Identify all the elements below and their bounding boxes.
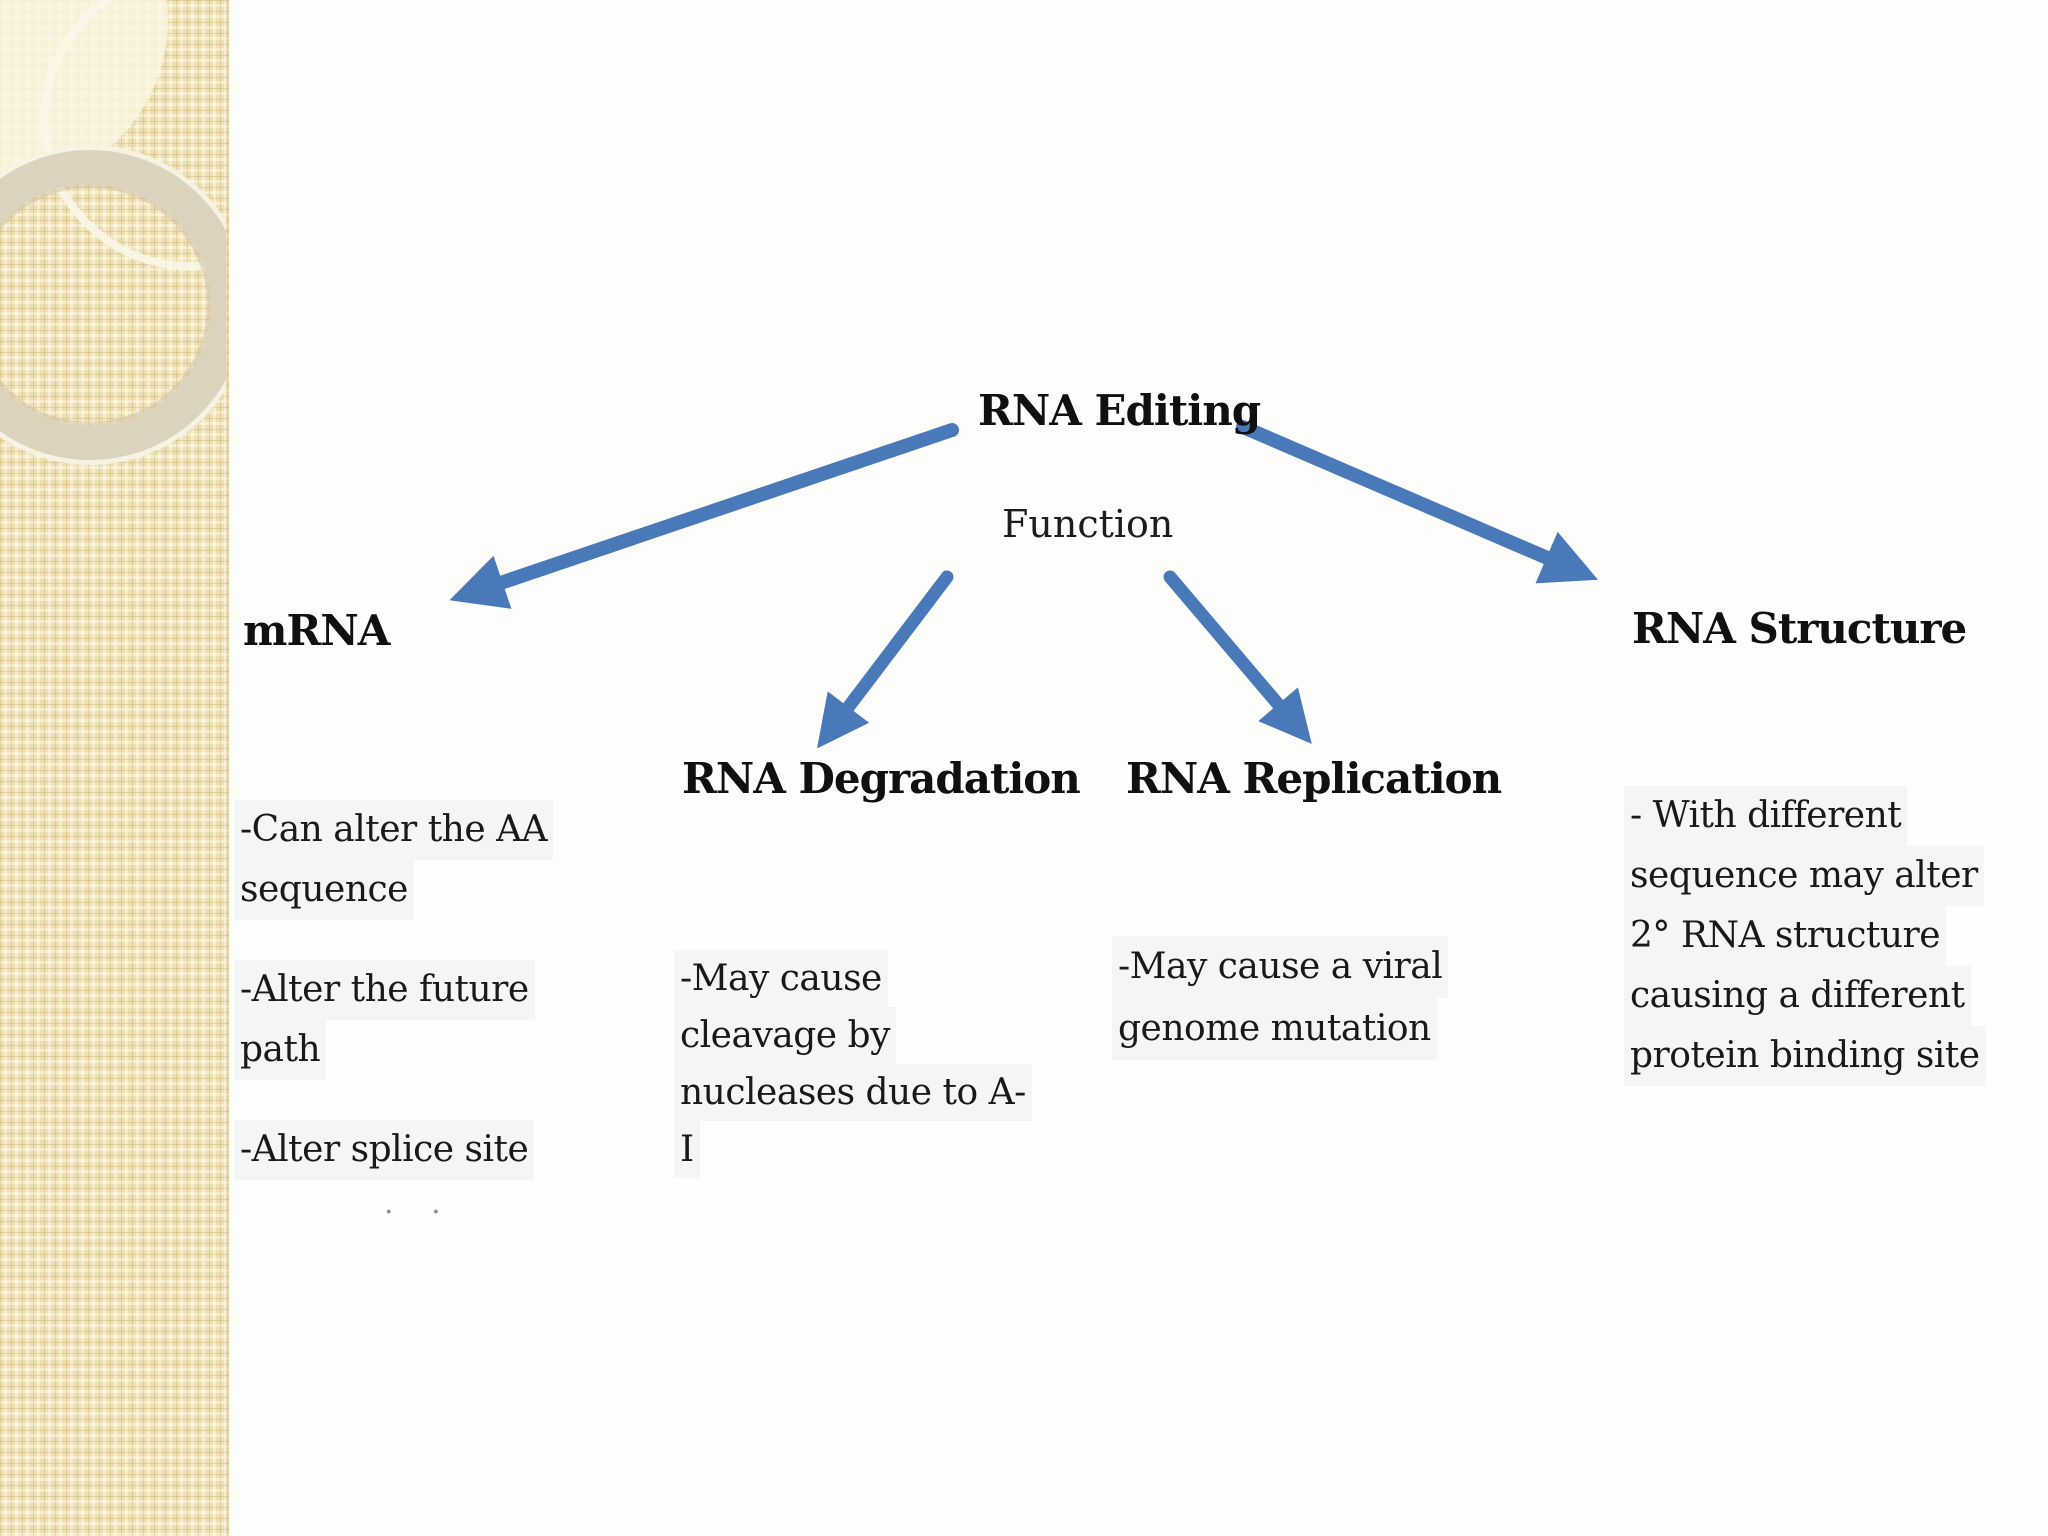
note-line: -Alter the future xyxy=(234,960,535,1020)
function-label: Function xyxy=(1002,502,1174,546)
note-line: causing a different xyxy=(1624,966,1971,1026)
degradation-bullet-1: -May cause cleavage by nucleases due to … xyxy=(674,950,1032,1178)
note-line: -May cause xyxy=(674,950,888,1007)
note-line: -Can alter the AA xyxy=(234,800,554,860)
node-rna-editing: RNA Editing xyxy=(978,386,1261,435)
mrna-bullet-3: -Alter splice site xyxy=(234,1120,553,1180)
note-line: genome mutation xyxy=(1112,998,1437,1060)
note-line: -May cause a viral xyxy=(1112,936,1449,998)
note-line: sequence xyxy=(234,860,414,920)
replication-notes: -May cause a viral genome mutation xyxy=(1112,936,1449,1060)
node-mrna: mRNA xyxy=(243,606,390,655)
note-line: -Alter splice site xyxy=(234,1120,535,1180)
node-rna-structure: RNA Structure xyxy=(1632,604,1967,653)
note-line: protein binding site xyxy=(1624,1026,1986,1086)
structure-bullet-1: - With different sequence may alter 2° R… xyxy=(1624,786,1986,1086)
mrna-bullet-2: -Alter the future path xyxy=(234,960,553,1080)
note-line: - With different xyxy=(1624,786,1908,846)
node-rna-replication: RNA Replication xyxy=(1126,754,1502,803)
arrow-to-structure xyxy=(1236,420,1599,584)
note-line: nucleases due to A- xyxy=(674,1064,1032,1121)
node-rna-degradation: RNA Degradation xyxy=(682,754,1081,803)
note-line: sequence may alter xyxy=(1624,846,1984,906)
mrna-notes: -Can alter the AA sequence -Alter the fu… xyxy=(234,800,554,1180)
arrow-to-mrna xyxy=(449,423,959,609)
note-line: I xyxy=(674,1121,700,1178)
mrna-bullet-1: -Can alter the AA sequence xyxy=(234,800,554,920)
note-line: 2° RNA structure xyxy=(1624,906,1947,966)
mrna-faint-marks: . . xyxy=(384,1186,455,1221)
arrow-to-degradation xyxy=(817,570,954,749)
degradation-notes: -May cause cleavage by nucleases due to … xyxy=(674,950,1032,1178)
note-line: cleavage by xyxy=(674,1007,896,1064)
replication-bullet-1: -May cause a viral genome mutation xyxy=(1112,936,1449,1060)
sidebar-decoration xyxy=(0,0,229,1536)
structure-notes: - With different sequence may alter 2° R… xyxy=(1624,786,1986,1086)
note-line: path xyxy=(234,1020,327,1080)
arrow-to-replication xyxy=(1163,570,1312,744)
